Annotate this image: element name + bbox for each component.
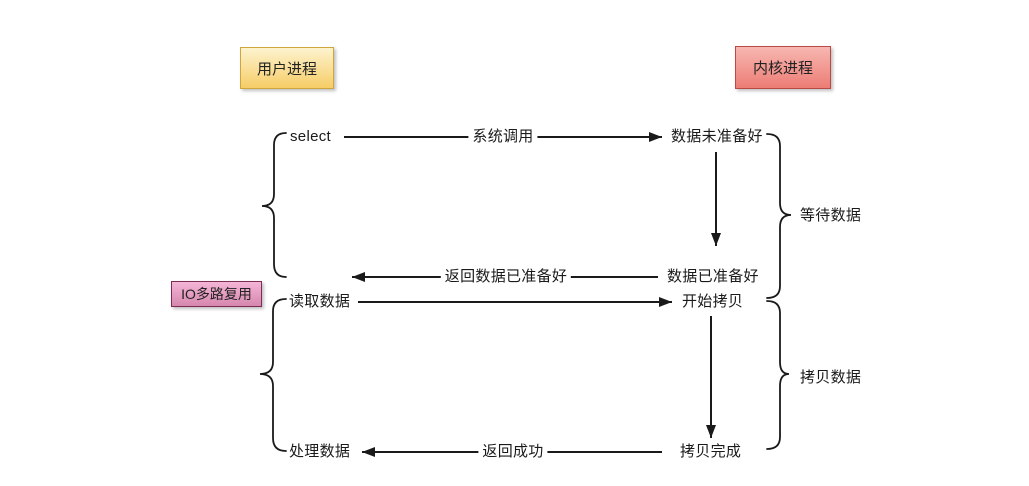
arrow-label-return-success: 返回成功: [478, 443, 548, 461]
phase-copy-data: 拷贝数据: [800, 369, 862, 386]
brace-left-copy-phase: [259, 298, 287, 452]
node-kernel-process: 内核进程: [735, 46, 831, 89]
phase-wait-data: 等待数据: [800, 207, 862, 224]
arrow-label-return-data-ready: 返回数据已准备好: [440, 268, 572, 286]
arrow-label-system-call: 系统调用: [468, 128, 538, 146]
step-data-ready: 数据已准备好: [667, 268, 759, 285]
step-process-data: 处理数据: [289, 443, 351, 460]
step-start-copy: 开始拷贝: [682, 293, 744, 310]
step-data-not-ready: 数据未准备好: [671, 128, 763, 145]
step-select: select: [290, 128, 331, 145]
brace-left-wait-phase: [261, 132, 287, 278]
step-copy-done: 拷贝完成: [680, 443, 742, 460]
node-kernel-process-label: 内核进程: [752, 60, 813, 77]
brace-right-wait-data: [766, 133, 792, 299]
node-io-multiplexing-label: IO多路复用: [181, 286, 252, 302]
step-read-data: 读取数据: [289, 293, 351, 310]
node-user-process: 用户进程: [240, 47, 334, 89]
node-user-process-label: 用户进程: [256, 60, 317, 78]
brace-right-copy-data: [766, 300, 790, 450]
node-io-multiplexing: IO多路复用: [171, 281, 262, 307]
